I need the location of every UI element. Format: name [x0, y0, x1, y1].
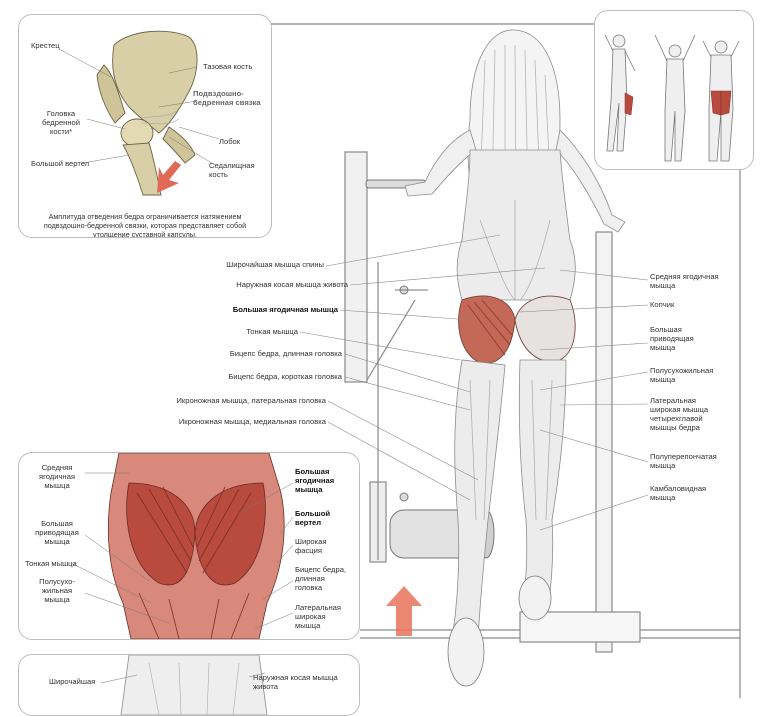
- label-greater-trochanter: Большой вертел: [31, 159, 90, 168]
- figure-shoes: [447, 575, 552, 687]
- inset-label-biceps-long: Бицепс бедра, длинная головка: [295, 565, 347, 592]
- inset-label-vastus-lateralis: Латеральная широкая мышца: [295, 603, 342, 630]
- label-soleus: Камбаловидная мышца: [650, 484, 707, 502]
- label-pelvic-bone: Тазовая кость: [203, 62, 253, 71]
- bottom-label-external-oblique: Наружная косая мышца живота: [253, 673, 338, 691]
- inset-label-fascia-lata: Широкая фасция: [295, 537, 327, 555]
- label-iliofemoral-ligament: Подвздошно- бедренная связка: [193, 89, 261, 107]
- red-arrow: [157, 161, 181, 193]
- pelvis-caption: Амплитуда отведения бедра ограничивается…: [43, 212, 247, 238]
- figure-glutes: [458, 295, 576, 364]
- label-gluteus-medius: Средняя ягодичная мышца: [650, 272, 719, 290]
- label-pubis: Лобок: [219, 137, 241, 146]
- inset-label-greater-trochanter: Большой вертел: [295, 509, 331, 527]
- inset-label-gracilis: Тонкая мышца: [25, 559, 77, 568]
- label-gracilis: Тонкая мышца: [246, 327, 298, 336]
- label-biceps-long: Бицепс бедра, длинная головка: [229, 349, 342, 358]
- pelvis-inset: Крестец Тазовая кость Подвздошно- бедрен…: [18, 14, 272, 238]
- movement-arrow: [386, 586, 422, 636]
- label-coccyx: Копчик: [650, 300, 675, 309]
- label-sacrum: Крестец: [31, 41, 60, 50]
- label-vastus-lateralis: Латеральная широкая мышца четырехглавой …: [650, 396, 709, 432]
- label-biceps-short: Бицепс бедра, короткая головка: [228, 372, 342, 381]
- label-ischium: Седалищная кость: [209, 161, 255, 179]
- bottom-label-latissimus: Широчайшая: [49, 677, 96, 686]
- inset-label-adductor-magnus: Большая приводящая мышца: [35, 519, 79, 546]
- label-gastrocnemius-medial: Икроножная мышца, медиальная головка: [178, 417, 326, 426]
- label-semimembranosus: Полуперепончатая мышца: [650, 452, 717, 470]
- pelvis-illustration: [58, 30, 220, 196]
- figure-legs: [451, 359, 567, 641]
- label-gastrocnemius-lateral: Икроножная мышца, латеральная головка: [176, 396, 326, 405]
- bottom-inset: Широчайшая Наружная косая мышца живота: [18, 654, 360, 716]
- main-illustration: [268, 23, 741, 698]
- figure-torso: [456, 149, 576, 301]
- label-latissimus: Широчайшая мышца спины: [226, 260, 324, 269]
- machine-handle: [365, 179, 428, 502]
- label-semitendinosus: Полусухожильная мышца: [650, 366, 714, 384]
- inset-label-semitendinosus: Полусухо- жильная мышца: [39, 577, 75, 604]
- inset-label-gluteus-maximus: Большая ягодичная мышца: [295, 467, 335, 494]
- mini-figures: [604, 34, 740, 162]
- leader-lines: [299, 234, 649, 531]
- machine-frame: [268, 23, 741, 698]
- figures-inset: [594, 10, 754, 170]
- label-gluteus-maximus: Большая ягодичная мышца: [232, 305, 338, 314]
- label-adductor-magnus: Большая приводящая мышца: [650, 325, 694, 352]
- inset-label-gluteus-medius: Средняя ягодичная мышца: [39, 463, 75, 490]
- glute-inset: Средняя ягодичная мышца Большая приводящ…: [18, 452, 360, 640]
- figure-arms: [404, 129, 626, 233]
- label-external-oblique: Наружная косая мышца живота: [236, 280, 348, 289]
- label-femur-head: Головка бедренной кости*: [41, 109, 81, 136]
- glute-illustration: [70, 453, 294, 639]
